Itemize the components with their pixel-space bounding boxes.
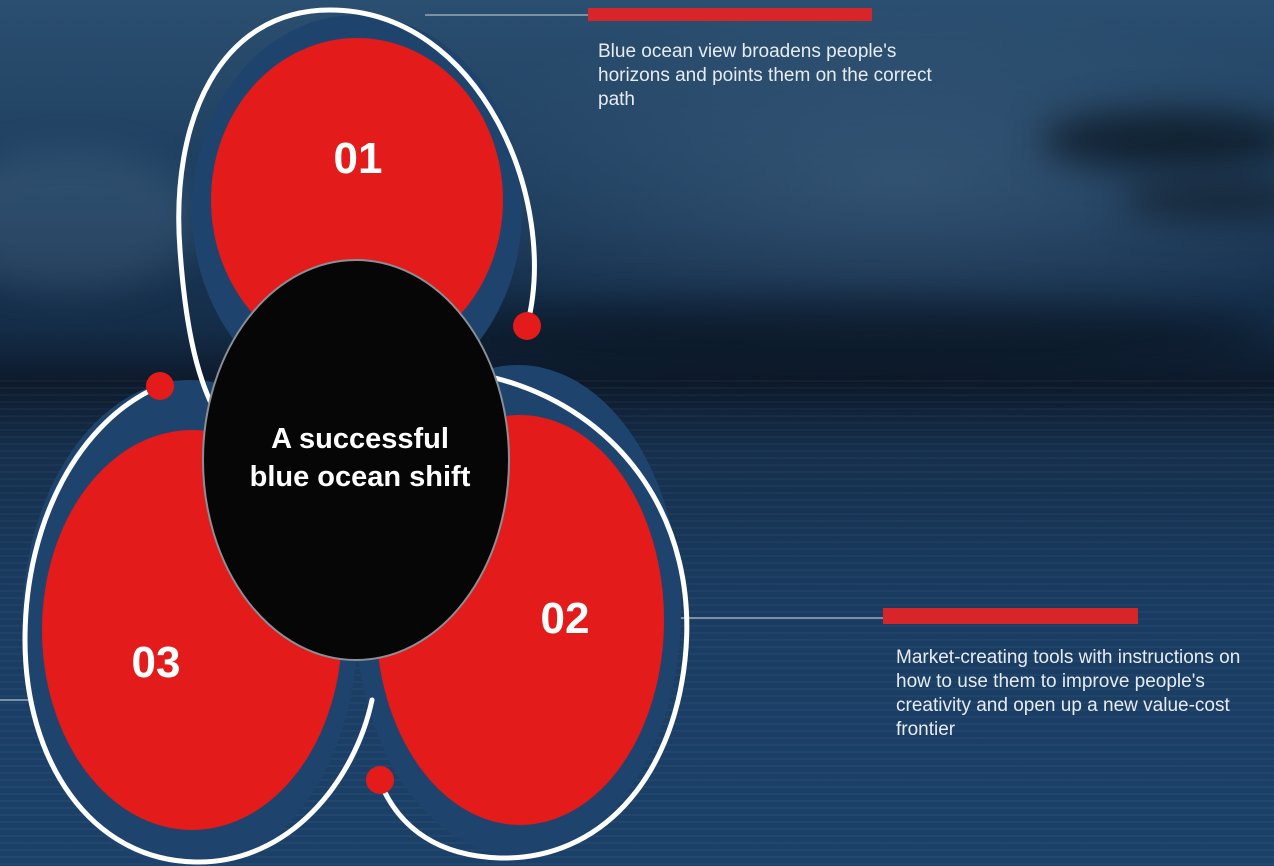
accent-bar-01 [588,8,872,21]
center-label: A successful blue ocean shift [220,420,500,496]
arc-02 [377,375,690,861]
arc-end-dot-03 [146,372,174,400]
sky-cloud [1120,180,1274,220]
segment-number-01: 01 [333,134,383,183]
center-label-line1: A successful [271,423,449,455]
arc-03 [22,383,375,865]
center-label-line2: blue ocean shift [249,461,471,493]
sky-glow [0,150,200,290]
segment-number-03: 03 [131,638,181,687]
arc-end-dot-01 [513,312,541,340]
segment-description-02: Market-creating tools with instructions … [896,647,1241,740]
segment-number-02: 02 [540,594,590,643]
segment-description-01: Blue ocean view broadens people's horizo… [598,41,932,110]
arc-end-dot-02 [366,766,394,794]
arc-01 [176,7,537,408]
petal-01 [211,38,503,362]
sky-cloud [1040,110,1274,170]
accent-bar-02 [883,608,1138,624]
center-ellipse [202,259,510,661]
